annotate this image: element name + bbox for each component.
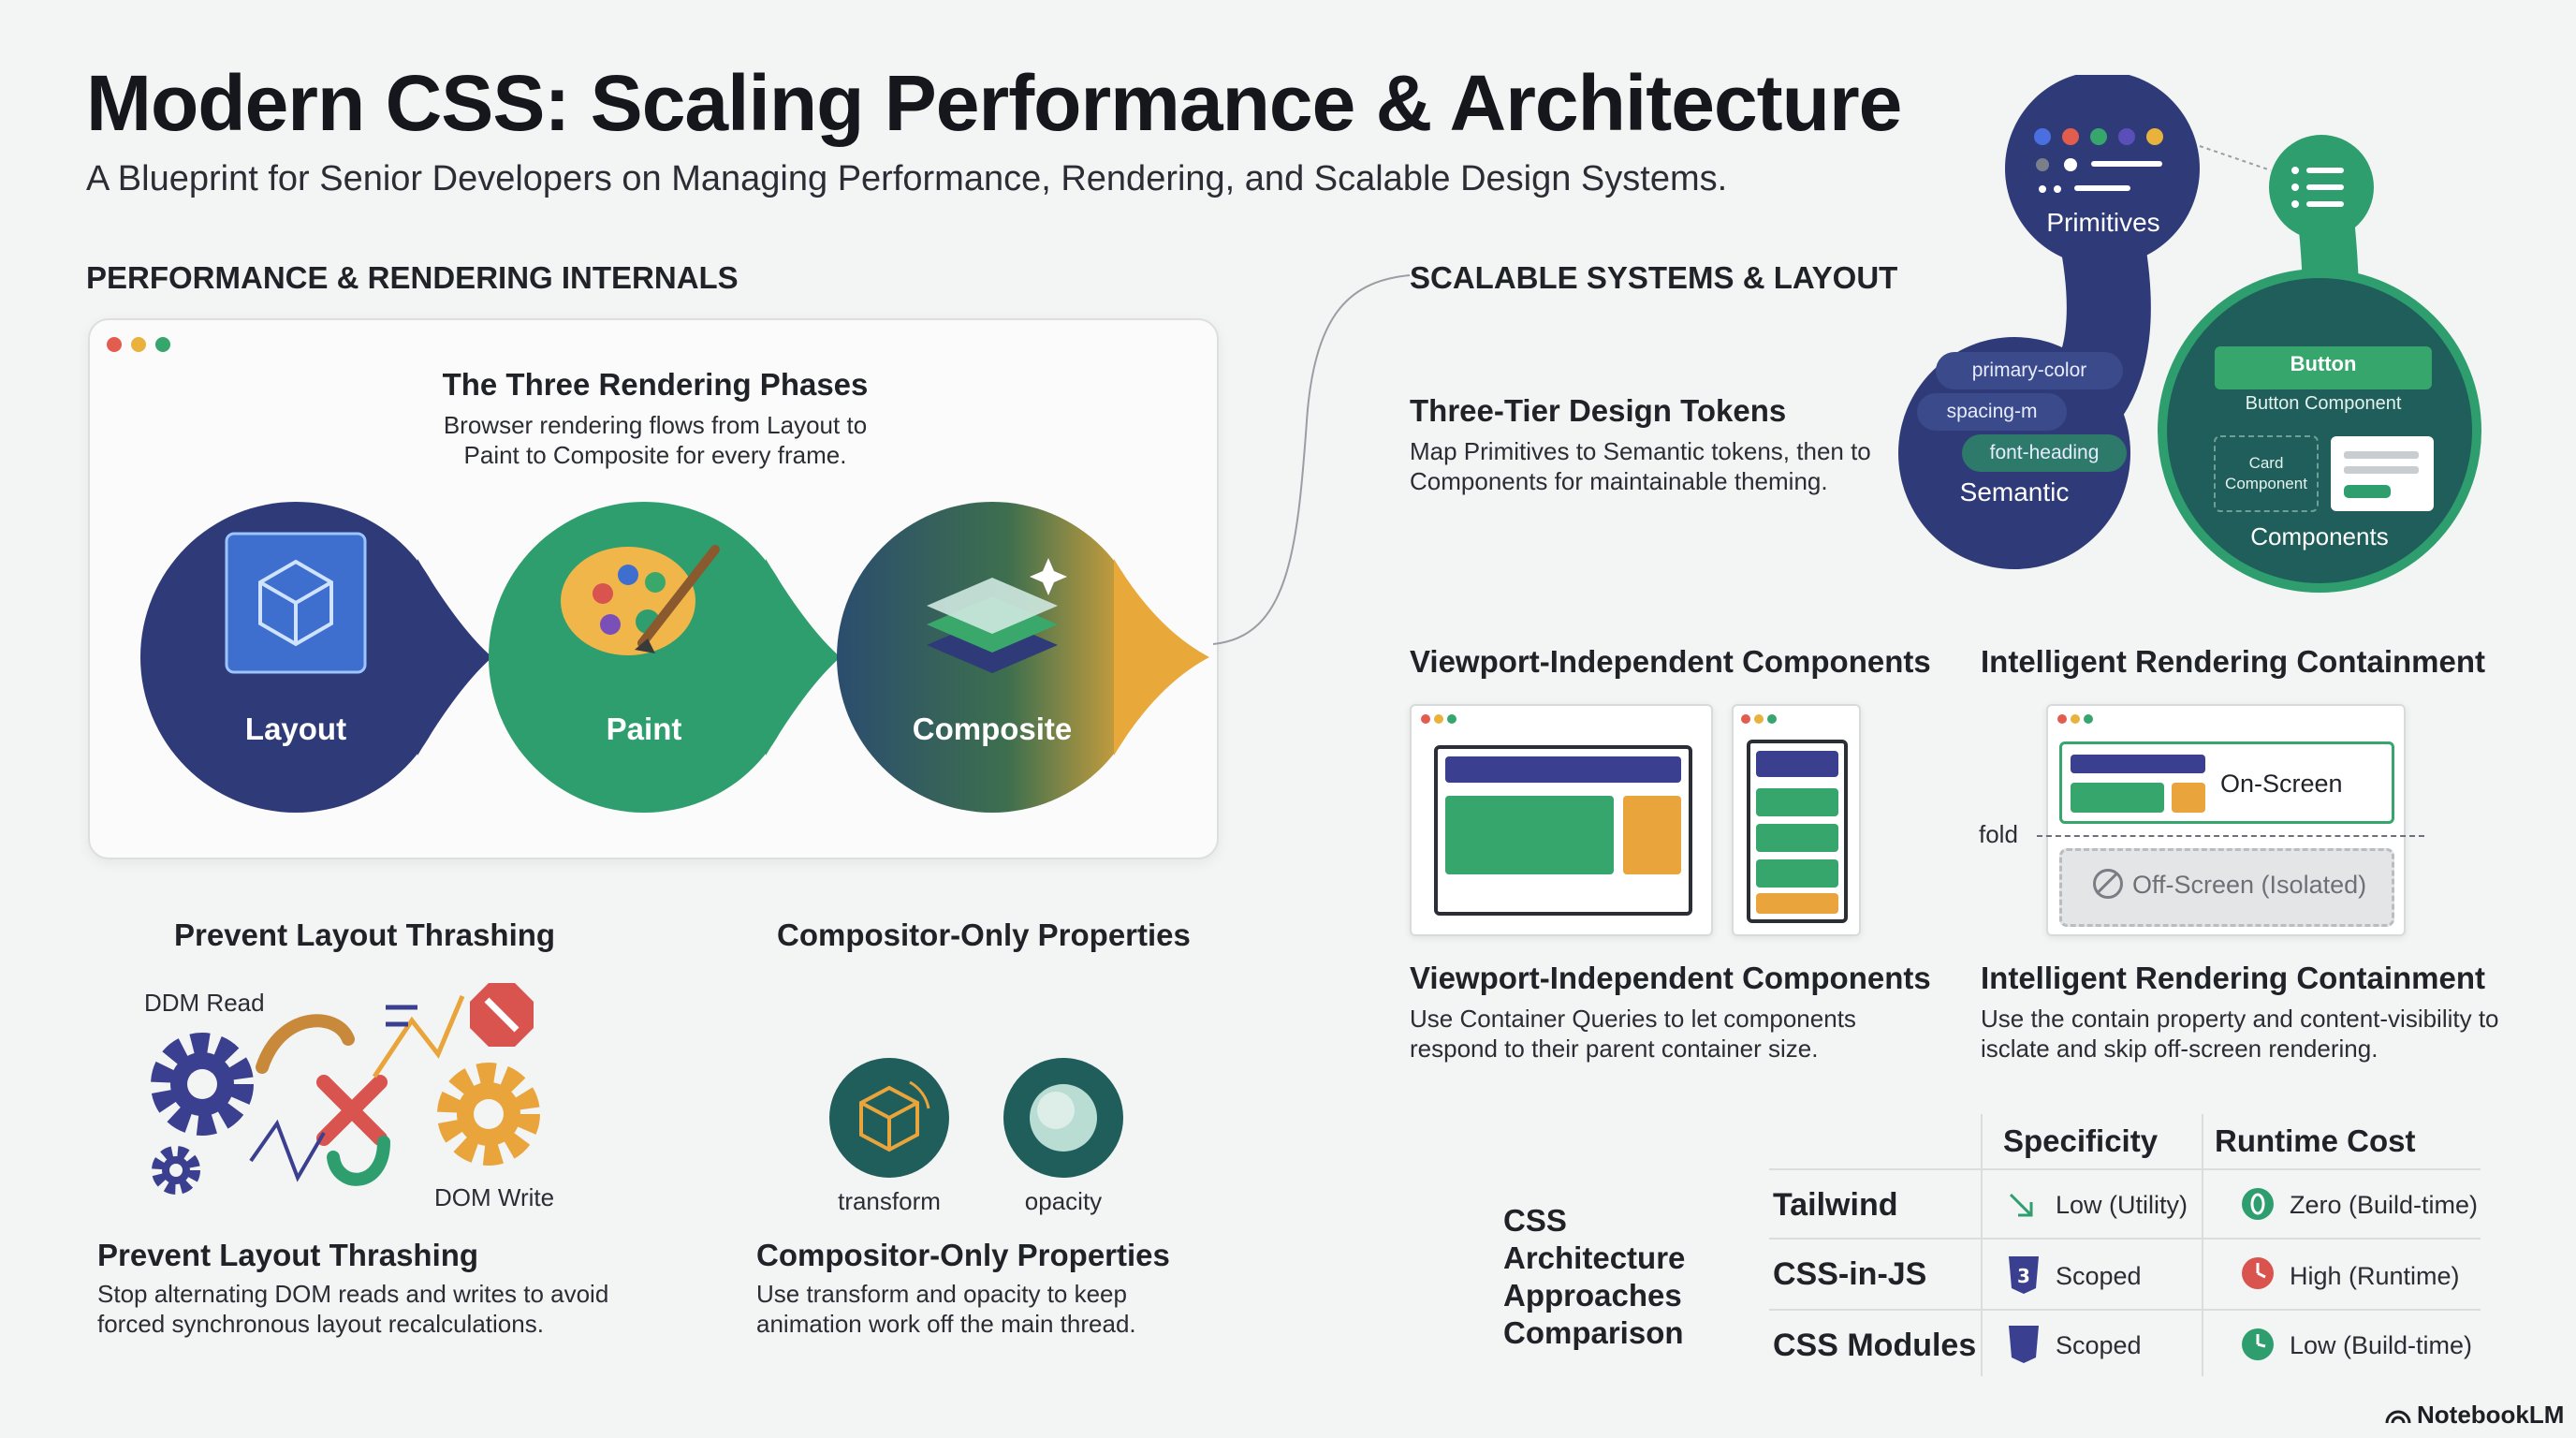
opacity-label: opacity: [1024, 1187, 1103, 1215]
stop-sign-icon: [470, 983, 534, 1047]
notebooklm-logo-icon: [2385, 1410, 2411, 1424]
blueprint-cube-icon: [225, 532, 367, 674]
small-gear-icon: [152, 1146, 200, 1195]
viewport-heading: Viewport-Independent Components: [1410, 644, 1931, 679]
row-css-in-js-name: CSS-in-JS: [1773, 1256, 1927, 1292]
containment-title: Intelligent Rendering Containment: [1981, 961, 2486, 995]
thrashing-heading: Prevent Layout Thrashing: [174, 917, 556, 952]
list-icon: [2291, 167, 2344, 208]
row-tailwind-name: Tailwind: [1773, 1187, 1898, 1223]
row-css-modules-specificity: Scoped: [2056, 1331, 2142, 1359]
page-title: Modern CSS: Scaling Performance & Archit…: [86, 59, 1902, 147]
window-dot-red: [107, 337, 122, 352]
viewport-description: Use Container Queries to let components …: [1410, 1005, 1856, 1063]
semantic-token-primary-color: primary-color: [1971, 360, 2087, 381]
window-dot-yellow: [131, 337, 146, 352]
container-narrow-window: [1732, 704, 1861, 936]
trend-down-icon: [2009, 1193, 2033, 1217]
window-dot-green: [155, 337, 170, 352]
off-screen-label: Off-Screen (Isolated): [2132, 871, 2367, 899]
tokens-description: Map Primitives to Semantic tokens, then …: [1410, 437, 1871, 495]
button-token-label: Button: [2290, 352, 2357, 375]
section-title-performance: PERFORMANCE & RENDERING INTERNALS: [86, 260, 739, 295]
write-arrow-icon: [327, 1136, 390, 1186]
on-screen-label: On-Screen: [2220, 770, 2343, 798]
primitives-node: [2005, 75, 2200, 266]
layout-phase-label: Layout: [244, 712, 347, 746]
semantic-label: Semantic: [1959, 477, 2070, 506]
page-subtitle: A Blueprint for Senior Developers on Man…: [86, 159, 1728, 198]
row-tailwind-runtime: Zero (Build-time): [2290, 1191, 2479, 1219]
containment-description: Use the contain property and content-vis…: [1981, 1005, 2499, 1063]
rendering-phases-description: Browser rendering flows from Layout to P…: [443, 411, 868, 469]
css-shield-icon: 3: [2009, 1256, 2039, 1294]
dom-read-label: DDM Read: [144, 989, 265, 1017]
read-arrow-icon: [256, 1014, 355, 1074]
comparison-title: CSS Architecture Approaches Comparison: [1503, 1203, 1686, 1350]
containment-heading: Intelligent Rendering Containment: [1981, 644, 2486, 679]
rendering-phases-panel: The Three Rendering Phases Browser rende…: [88, 318, 1219, 859]
stacked-layers-icon: [927, 558, 1067, 673]
zero-badge-icon: [2242, 1188, 2274, 1220]
fold-line: [2037, 835, 2424, 837]
tokens-title: Three-Tier Design Tokens: [1410, 393, 1787, 428]
header-runtime-cost: Runtime Cost: [2215, 1123, 2416, 1158]
row-css-modules-name: CSS Modules: [1773, 1328, 1977, 1363]
row-css-modules-runtime: Low (Build-time): [2290, 1331, 2473, 1359]
design-tokens-diagram: [1898, 75, 2481, 593]
thrashing-description: Stop alternating DOM reads and writes to…: [97, 1280, 609, 1338]
semantic-token-spacing-m: spacing-m: [1946, 401, 2038, 422]
palette-brush-icon: [561, 545, 720, 655]
compositor-description: Use transform and opacity to keep animat…: [756, 1280, 1136, 1338]
row-css-in-js-runtime: High (Runtime): [2290, 1262, 2460, 1290]
svg-text:3: 3: [2017, 1265, 2030, 1287]
paint-phase-label: Paint: [606, 712, 682, 746]
conflict-x-icon: [316, 1075, 388, 1146]
row-css-in-js-specificity: Scoped: [2056, 1262, 2142, 1290]
container-wide-window: [1410, 704, 1713, 936]
containment-window: [2046, 704, 2406, 936]
section-title-scalable: SCALABLE SYSTEMS & LAYOUT: [1410, 260, 1898, 295]
section-connector-curve: [1213, 274, 1411, 645]
transform-label: transform: [838, 1187, 941, 1215]
button-component-label: Button Component: [2245, 393, 2402, 414]
card-component-label: Card Component: [2225, 454, 2307, 492]
paint-phase-node: [489, 502, 841, 813]
row-tailwind-specificity: Low (Utility): [2056, 1191, 2188, 1219]
compositor-title: Compositor-Only Properties: [756, 1238, 1170, 1272]
semantic-token-font-heading: font-heading: [1989, 442, 2100, 463]
orange-gear-icon: [437, 1063, 540, 1166]
fold-label: fold: [1979, 820, 2018, 848]
header-specificity: Specificity: [2003, 1123, 2159, 1158]
rendering-phases-title: The Three Rendering Phases: [442, 367, 869, 402]
thrashing-title: Prevent Layout Thrashing: [97, 1238, 479, 1272]
high-cost-clock-icon: [2242, 1257, 2274, 1289]
dom-write-label: DOM Write: [434, 1183, 555, 1211]
compositor-heading: Compositor-Only Properties: [777, 917, 1191, 952]
low-cost-clock-icon: [2242, 1328, 2274, 1360]
viewport-title: Viewport-Independent Components: [1410, 961, 1931, 995]
zigzag-line-icon: [372, 995, 465, 1078]
color-swatch-icons: [2034, 128, 2163, 193]
scoped-shield-icon: [2009, 1326, 2039, 1363]
layout-thrashing-illustration: [151, 983, 540, 1195]
footer-brand: NotebookLM: [2417, 1401, 2565, 1429]
rendering-phases-diagram: [140, 502, 1209, 813]
button-token-shape: [2215, 346, 2432, 389]
zigzag-dark-icon: [249, 1119, 326, 1182]
transform-cube-icon: [829, 1058, 949, 1178]
blocked-icon: [2093, 869, 2123, 899]
opacity-circle-icon: [1003, 1058, 1123, 1178]
components-label: Components: [2250, 522, 2389, 550]
primitives-label: Primitives: [2046, 208, 2160, 237]
large-gear-icon: [151, 1033, 254, 1136]
composite-phase-label: Composite: [912, 712, 1073, 746]
